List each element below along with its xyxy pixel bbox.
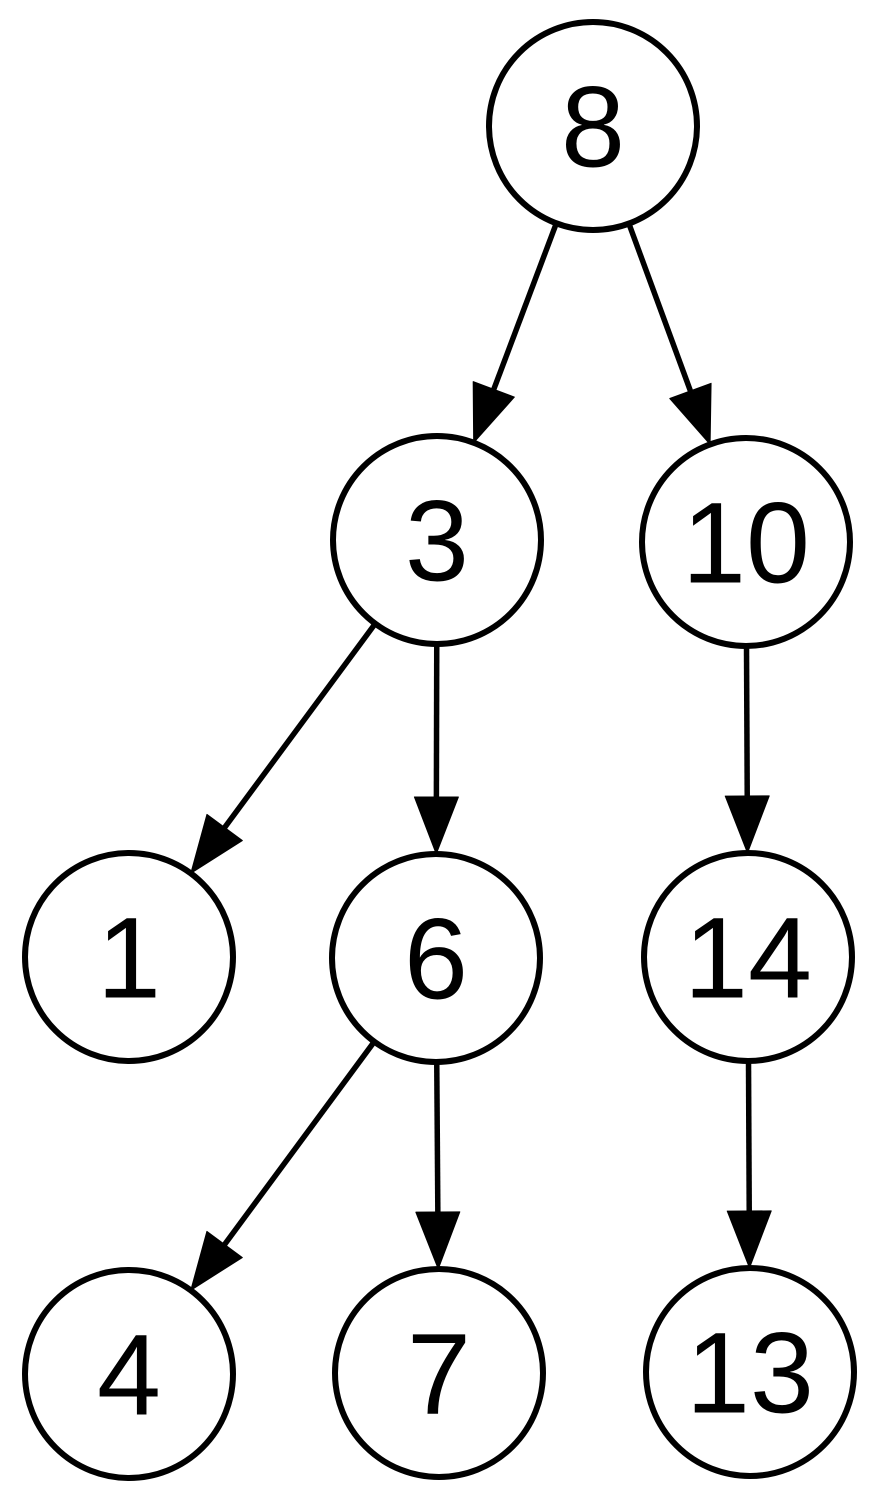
edge-3-1 <box>190 622 378 874</box>
arrowhead-10-14 <box>724 795 770 854</box>
edge-8-10 <box>626 222 712 445</box>
tree-node-8: 8 <box>486 19 700 233</box>
node-label-10: 10 <box>682 479 810 607</box>
node-circle-1 <box>22 850 236 1064</box>
arrowhead-6-4 <box>190 1230 243 1291</box>
node-label-7: 7 <box>407 1310 471 1438</box>
tree-node-4: 4 <box>22 1267 236 1481</box>
node-label-1: 1 <box>97 894 161 1022</box>
edge-6-7 <box>415 1061 461 1270</box>
arrowhead-14-13 <box>726 1210 772 1269</box>
arrowhead-3-6 <box>413 796 459 855</box>
node-circle-14 <box>641 850 855 1064</box>
tree-node-6: 6 <box>329 851 543 1065</box>
node-circle-10 <box>639 435 853 649</box>
node-circle-3 <box>330 433 544 647</box>
edge-line-6-4 <box>222 1040 377 1247</box>
node-circle-7 <box>332 1266 546 1480</box>
node-circle-8 <box>486 19 700 233</box>
edge-10-14 <box>724 645 770 854</box>
tree-node-1: 1 <box>22 850 236 1064</box>
node-label-8: 8 <box>561 63 625 191</box>
arrowhead-8-10 <box>669 382 712 445</box>
edge-line-14-13 <box>745 1060 752 1212</box>
arrowhead-6-7 <box>415 1211 461 1270</box>
node-label-6: 6 <box>404 895 468 1023</box>
node-circle-13 <box>643 1265 857 1479</box>
arrowhead-8-3 <box>472 381 515 444</box>
node-label-14: 14 <box>684 894 812 1022</box>
edge-line-10-14 <box>743 645 750 797</box>
edge-line-8-3 <box>491 222 559 391</box>
edge-line-3-1 <box>222 622 378 830</box>
edge-6-4 <box>190 1040 377 1291</box>
edge-14-13 <box>726 1060 772 1269</box>
edge-3-6 <box>413 643 459 855</box>
arrowhead-3-1 <box>190 813 243 874</box>
node-circle-6 <box>329 851 543 1065</box>
node-label-13: 13 <box>686 1309 814 1437</box>
node-circle-4 <box>22 1267 236 1481</box>
edge-line-6-7 <box>434 1061 441 1213</box>
edge-8-3 <box>472 222 559 444</box>
tree-node-13: 13 <box>643 1265 857 1479</box>
edge-line-8-10 <box>626 222 694 392</box>
tree-node-3: 3 <box>330 433 544 647</box>
tree-node-10: 10 <box>639 435 853 649</box>
tree-node-7: 7 <box>332 1266 546 1480</box>
node-label-4: 4 <box>97 1311 161 1439</box>
tree-node-14: 14 <box>641 850 855 1064</box>
node-label-3: 3 <box>405 477 469 605</box>
